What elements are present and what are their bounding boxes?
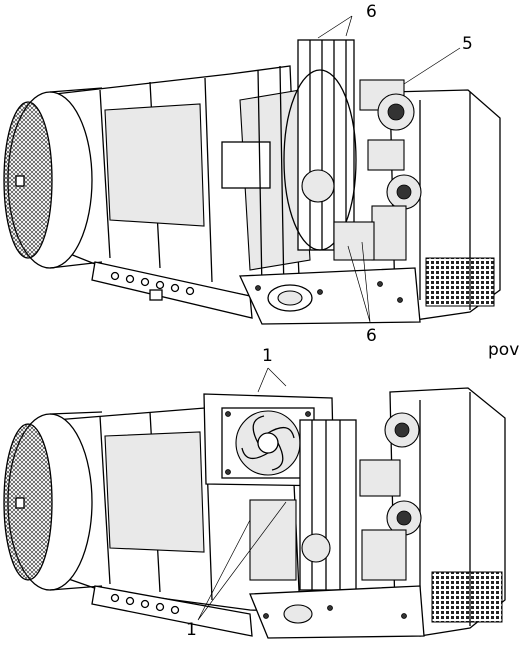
callout-1-top: 1 — [262, 346, 273, 366]
leader-5 — [403, 47, 461, 85]
barrel-panel — [104, 103, 205, 227]
base-plate — [239, 267, 421, 325]
callout-1-bottom: 1 — [186, 620, 197, 640]
rear-vent — [425, 257, 495, 307]
leader-1-upper — [257, 367, 287, 393]
leader-6-lower — [347, 241, 371, 323]
front-lens-mesh — [3, 101, 53, 259]
rail-holes — [110, 271, 195, 296]
callout-5: 5 — [462, 34, 473, 54]
fixture-view-top — [3, 15, 501, 325]
base-plate-2 — [249, 585, 425, 639]
callout-6-bottom: 6 — [366, 326, 377, 346]
cut-off-side-text: pov — [488, 340, 520, 360]
leader-6-upper — [317, 15, 353, 39]
fixture-view-bottom — [3, 367, 506, 639]
callout-6-top: 6 — [366, 2, 377, 22]
leader-1-lower — [197, 501, 287, 621]
